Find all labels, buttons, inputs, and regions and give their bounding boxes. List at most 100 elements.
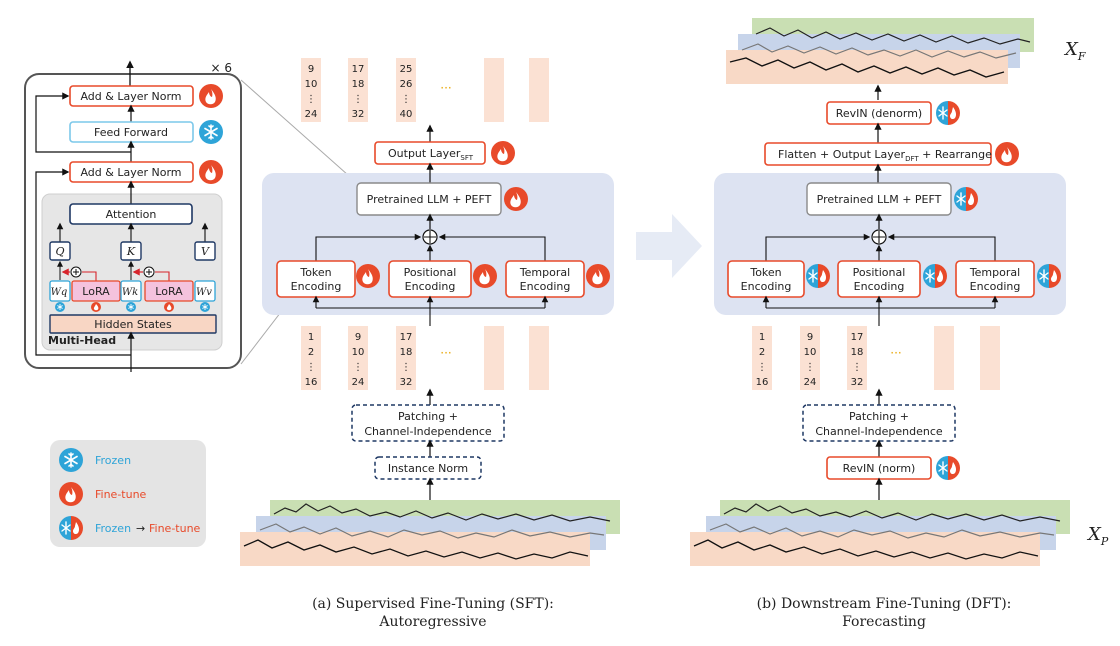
k-label: K	[126, 245, 136, 258]
patch-value: ⋮	[353, 362, 363, 373]
patch-column	[301, 58, 321, 122]
patch-column	[847, 326, 867, 390]
patch-value: ⋮	[306, 94, 316, 105]
patch-column	[752, 326, 772, 390]
residual-connection-top	[35, 92, 131, 153]
revin-denorm-label: RevIN (denorm)	[836, 107, 922, 120]
dft-llm-label: Pretrained LLM + PEFT	[817, 193, 942, 206]
legend-frozen-part: Frozen	[95, 522, 131, 535]
positional-encoding-line1: Positional	[404, 266, 457, 279]
multi-head-label: Multi-Head	[48, 334, 116, 347]
patch-value: ⋮	[401, 94, 411, 105]
legend-finetune: Fine-tune	[95, 488, 147, 501]
patch-value: 40	[400, 109, 413, 120]
finetune-icon	[199, 160, 223, 184]
finetune-icon	[473, 264, 497, 288]
finetune-icon	[59, 482, 83, 506]
transformer-block: × 6 Add & Layer Norm Feed Forward Add & …	[24, 60, 242, 372]
wk-box	[120, 280, 142, 302]
dft-caption-line1: (b) Downstream Fine-Tuning (DFT):	[757, 596, 1012, 612]
series-line	[723, 503, 1061, 522]
temporal-encoding-line1: Temporal	[969, 266, 1020, 279]
instance-norm-label: Instance Norm	[388, 462, 468, 475]
patch-value: 26	[400, 79, 413, 90]
wk-label: Wk	[122, 287, 138, 298]
revin-norm-label: RevIN (norm)	[843, 462, 916, 475]
patch-column	[396, 326, 416, 390]
series-line	[273, 503, 611, 522]
patch-value: 1	[759, 332, 765, 343]
token-encoding-line1: Token	[749, 266, 781, 279]
wq-box	[49, 280, 71, 302]
k-box	[120, 241, 142, 261]
patch-value: 9	[807, 332, 813, 343]
patching-line2: Channel-Independence	[815, 425, 943, 438]
lora-label: LoRA	[155, 285, 183, 298]
patch-value: ⋮	[353, 94, 363, 105]
frozen-icon	[58, 447, 84, 473]
frozen-icon	[125, 301, 137, 313]
finetune-icon	[491, 141, 515, 165]
dft-caption-line2: Forecasting	[842, 614, 926, 630]
legend-panel	[50, 440, 206, 547]
dft-diagram: XF RevIN (denorm) Flatten + Output Layer…	[690, 18, 1109, 630]
patch-column	[301, 326, 321, 390]
patch-blank	[934, 326, 954, 390]
finetune-icon	[504, 187, 528, 211]
patch-blank	[529, 58, 549, 122]
transition-arrow	[636, 214, 702, 278]
frozen-to-finetune-icon	[58, 515, 84, 541]
q-label: Q	[55, 245, 64, 258]
finetune-icon	[164, 302, 174, 312]
sft-caption-line1: (a) Supervised Fine-Tuning (SFT):	[312, 596, 554, 612]
patch-value: ⋮	[401, 362, 411, 373]
series-line	[259, 523, 605, 539]
arrow	[765, 233, 871, 261]
frozen-icon	[54, 301, 66, 313]
dft-output-series	[726, 18, 1034, 84]
patch-value: 17	[352, 64, 365, 75]
series-band-peach	[690, 532, 1040, 566]
series-line	[741, 43, 1017, 59]
lora-box	[144, 280, 194, 302]
patching-line2: Channel-Independence	[364, 425, 492, 438]
patch-value: 9	[308, 64, 314, 75]
positional-encoding-line2: Encoding	[405, 280, 456, 293]
patching-line1: Patching +	[849, 410, 909, 423]
sft-llm-label: Pretrained LLM + PEFT	[367, 193, 492, 206]
patch-value: ⋮	[757, 362, 767, 373]
wv-label: Wv	[196, 287, 212, 298]
wq-label: Wq	[51, 287, 68, 298]
patch-value: ⋮	[306, 362, 316, 373]
add-norm-bottom-label: Add & Layer Norm	[80, 166, 181, 179]
patch-value: 24	[804, 377, 817, 388]
finetune-icon	[586, 264, 610, 288]
sft-patching-box	[351, 404, 505, 442]
flatten-output-layer-label: Flatten + Output LayerDFT + Rearrange	[778, 148, 992, 163]
patch-value: 24	[305, 109, 318, 120]
wv-box	[194, 280, 216, 302]
sft-caption-line2: Autoregressive	[378, 614, 486, 630]
ellipsis: ···	[890, 346, 901, 360]
patch-value: 18	[851, 347, 864, 358]
patch-value: 1	[308, 332, 314, 343]
patch-value: ⋮	[805, 362, 815, 373]
patch-value: 32	[400, 377, 413, 388]
patch-blank	[529, 326, 549, 390]
patch-column	[348, 58, 368, 122]
patch-value: 10	[352, 347, 365, 358]
ellipsis: ···	[440, 81, 451, 95]
token-encoding-line1: Token	[299, 266, 331, 279]
legend: Frozen Fine-tune Frozen → Fine-tune	[50, 440, 206, 547]
legend-finetune-part: Fine-tune	[149, 522, 201, 535]
patch-value: 32	[352, 109, 365, 120]
repeat-label: × 6	[210, 61, 232, 75]
sft-instance-norm-box	[374, 456, 482, 480]
dft-patching-box	[802, 404, 956, 442]
temporal-encoding-line2: Encoding	[520, 280, 571, 293]
